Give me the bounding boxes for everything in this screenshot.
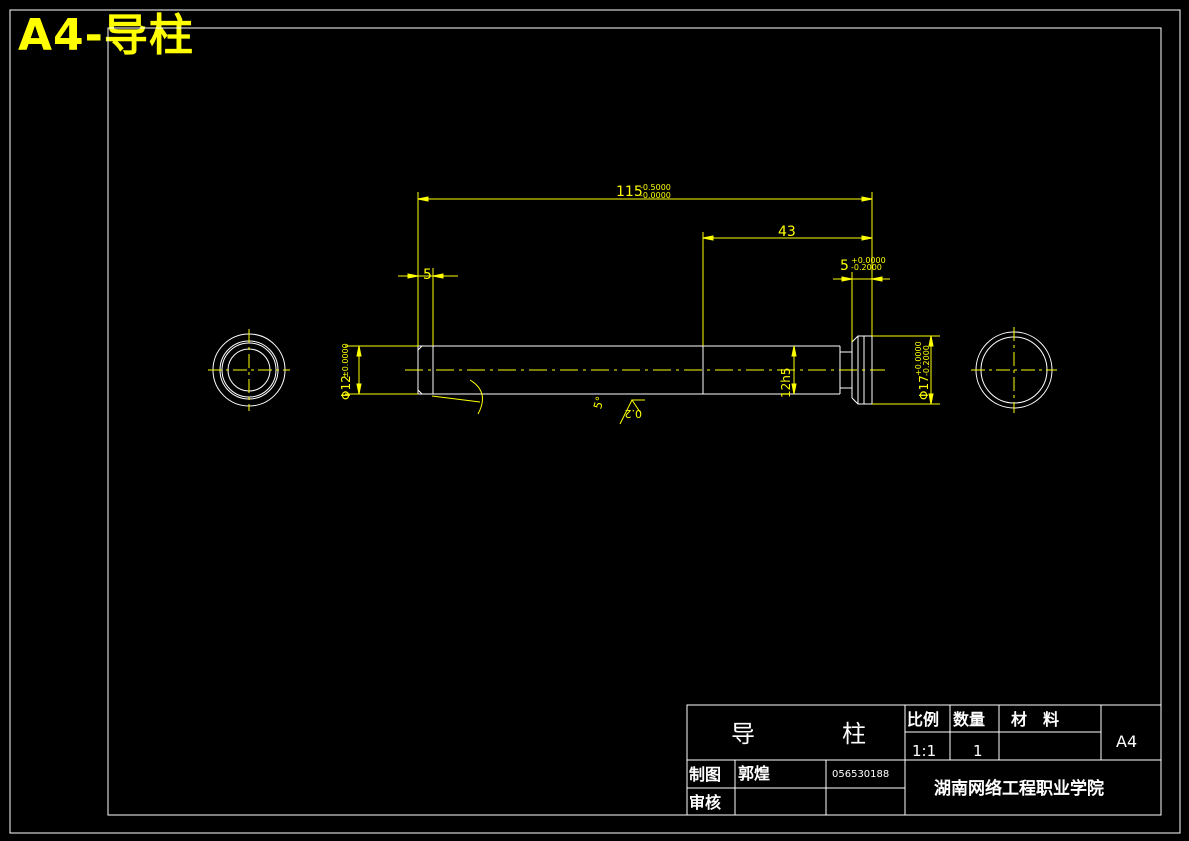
left-end-view xyxy=(208,329,290,411)
dim-overall-tol-lower: -0.0000 xyxy=(640,191,671,200)
dimension-lines xyxy=(345,192,940,425)
sheet-size: A4 xyxy=(1116,732,1137,751)
dim-head-length: 43 xyxy=(778,224,796,240)
material-label: 材 料 xyxy=(1011,710,1059,729)
dim-chamfer-angle: 5° xyxy=(591,395,607,410)
quantity-value: 1 xyxy=(973,742,983,760)
dim-overall-length: 115 xyxy=(616,184,643,200)
surface-roughness: 0.2 xyxy=(625,407,643,420)
quantity-label: 数量 xyxy=(953,710,985,729)
reviewed-by-label: 审核 xyxy=(689,793,721,812)
institution: 湖南网络工程职业学院 xyxy=(934,778,1104,799)
drawn-by-label: 制图 xyxy=(689,765,721,784)
dim-mid-dia: 12h5 xyxy=(779,367,793,398)
inner-frame xyxy=(107,27,1162,816)
part-name-char-1: 导 xyxy=(731,720,755,748)
title-block xyxy=(686,704,1162,816)
dim-right-collar-tol-lower: -0.2000 xyxy=(851,263,882,272)
scale-label: 比例 xyxy=(907,710,939,729)
part-name-char-2: 柱 xyxy=(842,720,866,748)
drawn-by-name: 郭煌 xyxy=(738,764,770,783)
dim-right-collar: 5 xyxy=(840,258,849,274)
dimension-texts: 115 -0.5000 -0.0000 43 5 5 +0.0000 -0.20… xyxy=(339,183,931,420)
title-block-texts: 导 柱 比例 数量 材 料 1:1 1 A4 制图 郭煌 056530188 审… xyxy=(689,710,1137,812)
guide-pillar-profile xyxy=(417,335,873,405)
document-label: A4-导柱 xyxy=(18,10,194,61)
dim-overall-tol-upper: -0.5000 xyxy=(640,183,671,192)
scale-value: 1:1 xyxy=(912,742,936,760)
dim-right-dia-tol-lower: -0.2000 xyxy=(922,345,931,376)
student-id: 056530188 xyxy=(832,769,889,780)
dim-right-dia: Φ17 xyxy=(917,375,931,400)
dim-left-step: 5 xyxy=(423,267,432,283)
dim-right-collar-tol-upper: +0.0000 xyxy=(851,256,886,265)
dim-right-dia-tol-upper: +0.0000 xyxy=(914,341,923,376)
dim-left-dia-tol: ±0.0000 xyxy=(341,343,350,378)
right-end-view xyxy=(971,327,1057,413)
outer-frame xyxy=(9,9,1181,834)
dim-left-dia: Φ12 xyxy=(339,375,353,400)
